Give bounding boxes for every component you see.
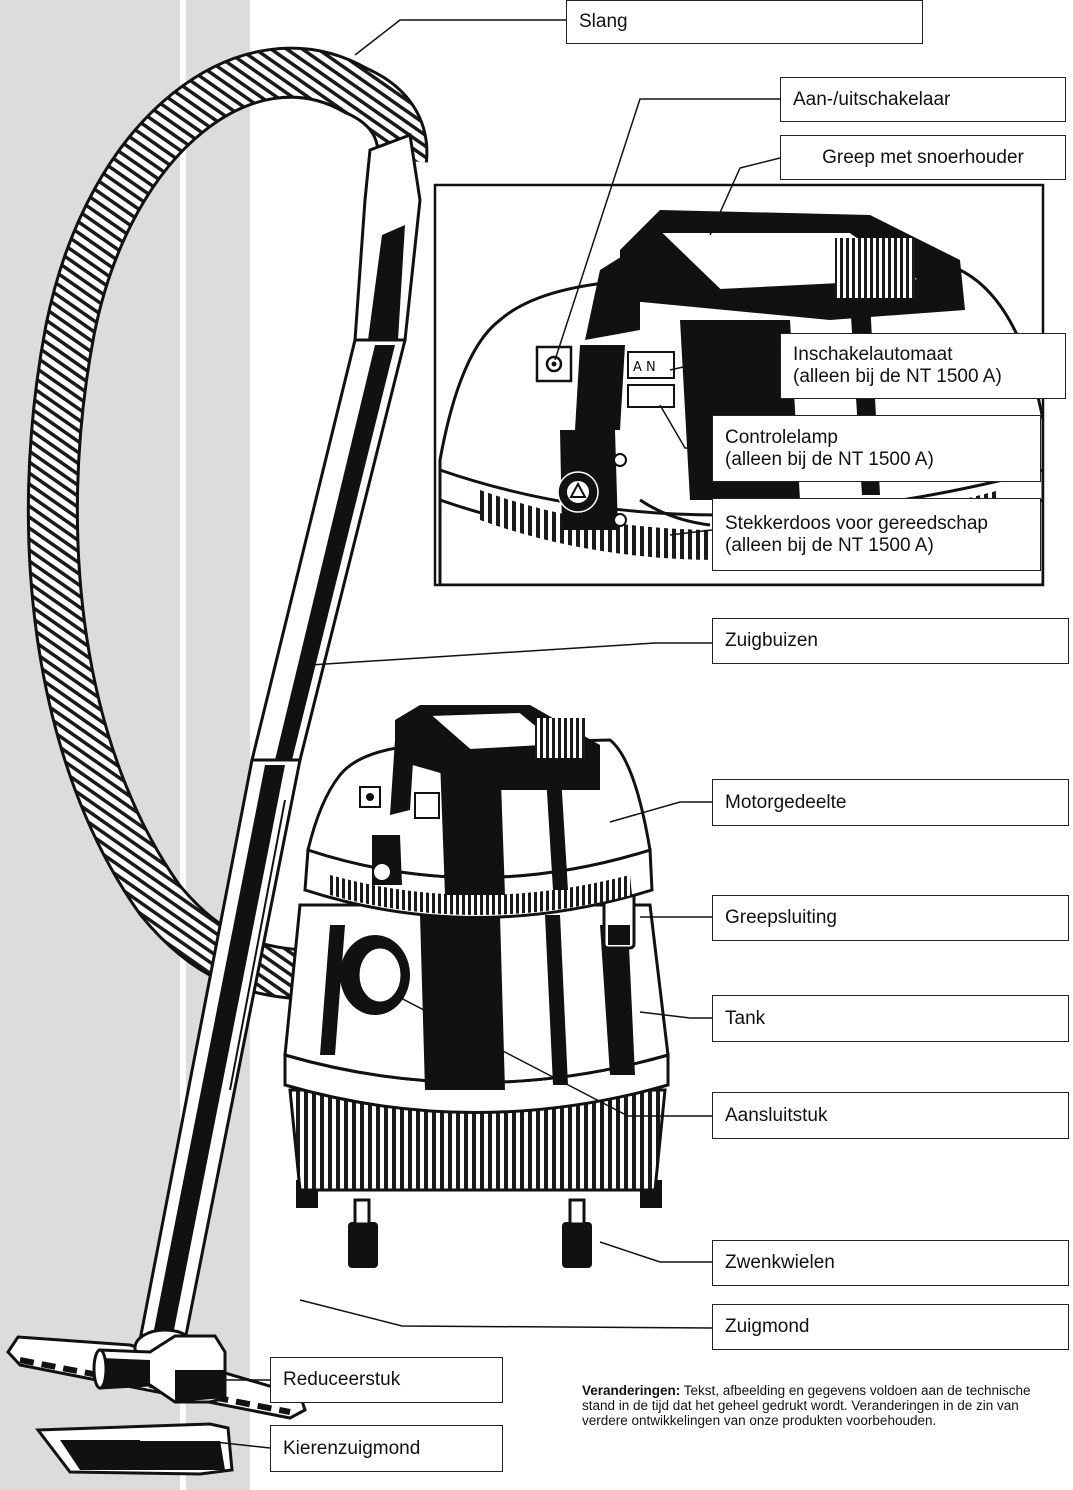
label-stekkerdoos-line2: (alleen bij de NT 1500 A) [725, 534, 934, 556]
label-inschakelautomaat: Inschakelautomaat (alleen bij de NT 1500… [780, 333, 1066, 399]
label-inschakelautomaat-line2: (alleen bij de NT 1500 A) [793, 366, 1002, 387]
label-zwenkwielen: Zwenkwielen [712, 1240, 1069, 1286]
label-zuigmond: Zuigmond [712, 1304, 1069, 1350]
label-stekkerdoos-line1: Stekkerdoos voor gereedschap [725, 512, 988, 534]
label-zuigbuizen-text: Zuigbuizen [725, 630, 818, 651]
crevice-nozzle [35, 1422, 234, 1476]
label-stekkerdoos: Stekkerdoos voor gereedschap (alleen bij… [712, 498, 1041, 571]
label-zuigmond-text: Zuigmond [725, 1316, 810, 1337]
label-tank: Tank [712, 995, 1069, 1042]
label-aan-uitschakelaar: Aan-/uitschakelaar [780, 77, 1066, 122]
label-controlelamp-line2: (alleen bij de NT 1500 A) [725, 448, 934, 470]
label-zuigbuizen: Zuigbuizen [712, 618, 1069, 664]
label-slang: Slang [566, 0, 923, 44]
auto-switch-marks: A N [633, 360, 656, 375]
footnote-bold: Veranderingen: [582, 1383, 681, 1398]
label-aansluitstuk-text: Aansluitstuk [725, 1104, 828, 1126]
label-controlelamp-line1: Controlelamp [725, 426, 838, 448]
label-zwenkwielen-text: Zwenkwielen [725, 1252, 835, 1273]
label-greep: Greep met snoerhouder [780, 135, 1066, 180]
label-greepsluiting: Greepsluiting [712, 895, 1069, 941]
label-greep-text: Greep met snoerhouder [822, 146, 1024, 168]
footnote-text: Tekst, afbeelding en gegevens voldoen aa… [582, 1383, 1031, 1428]
reducer-piece [92, 1334, 227, 1404]
label-slang-text: Slang [579, 11, 628, 32]
label-reduceerstuk-text: Reduceerstuk [283, 1369, 401, 1390]
label-inschakelautomaat-line1: Inschakelautomaat [793, 344, 953, 365]
label-tank-text: Tank [725, 1007, 766, 1029]
castor-wheels [296, 1180, 662, 1268]
label-aan-uitschakelaar-text: Aan-/uitschakelaar [793, 88, 951, 110]
label-controlelamp: Controlelamp (alleen bij de NT 1500 A) [712, 415, 1041, 482]
label-aansluitstuk: Aansluitstuk [712, 1092, 1069, 1139]
vacuum-body [283, 705, 670, 1268]
changes-footnote: Veranderingen: Tekst, afbeelding en gege… [582, 1383, 1062, 1428]
label-kierenzuigmond-text: Kierenzuigmond [283, 1437, 421, 1459]
label-motorgedeelte-text: Motorgedeelte [725, 791, 847, 813]
leader-lines [214, 19, 781, 1449]
label-kierenzuigmond: Kierenzuigmond [270, 1425, 503, 1472]
label-motorgedeelte: Motorgedeelte [712, 779, 1069, 826]
label-greepsluiting-text: Greepsluiting [725, 907, 837, 928]
label-reduceerstuk: Reduceerstuk [270, 1357, 503, 1403]
suction-wand [138, 132, 422, 1342]
